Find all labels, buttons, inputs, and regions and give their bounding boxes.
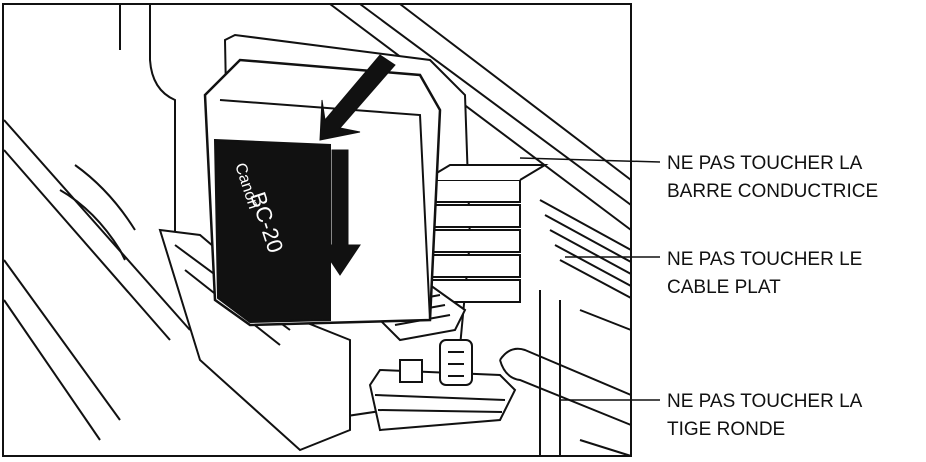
callout-3-line1: NE PAS TOUCHER LA	[667, 391, 863, 412]
callout-3-line2: TIGE RONDE	[667, 419, 785, 440]
callout-round-rod: NE PAS TOUCHER LA TIGE RONDE	[667, 391, 863, 440]
printer-body	[3, 3, 632, 457]
callout-2-line2: CABLE PLAT	[667, 277, 781, 298]
callout-1-line2: BARRE CONDUCTRICE	[667, 181, 878, 202]
callout-2-line1: NE PAS TOUCHER LE	[667, 249, 862, 270]
ink-cartridge: Canon BC-20	[203, 58, 442, 327]
carriage-base	[368, 339, 517, 432]
insertion-arrows	[319, 54, 396, 276]
callout-flat-cable: NE PAS TOUCHER LE CABLE PLAT	[667, 249, 862, 298]
diagonal-arrow-icon	[319, 54, 396, 141]
down-arrow-icon	[319, 149, 361, 276]
callout-leaders	[519, 157, 661, 401]
callout-conductive-bar: NE PAS TOUCHER LA BARRE CONDUCTRICE	[667, 153, 878, 202]
leader-conductive-bar	[519, 157, 661, 163]
callout-1-line1: NE PAS TOUCHER LA	[667, 153, 863, 174]
